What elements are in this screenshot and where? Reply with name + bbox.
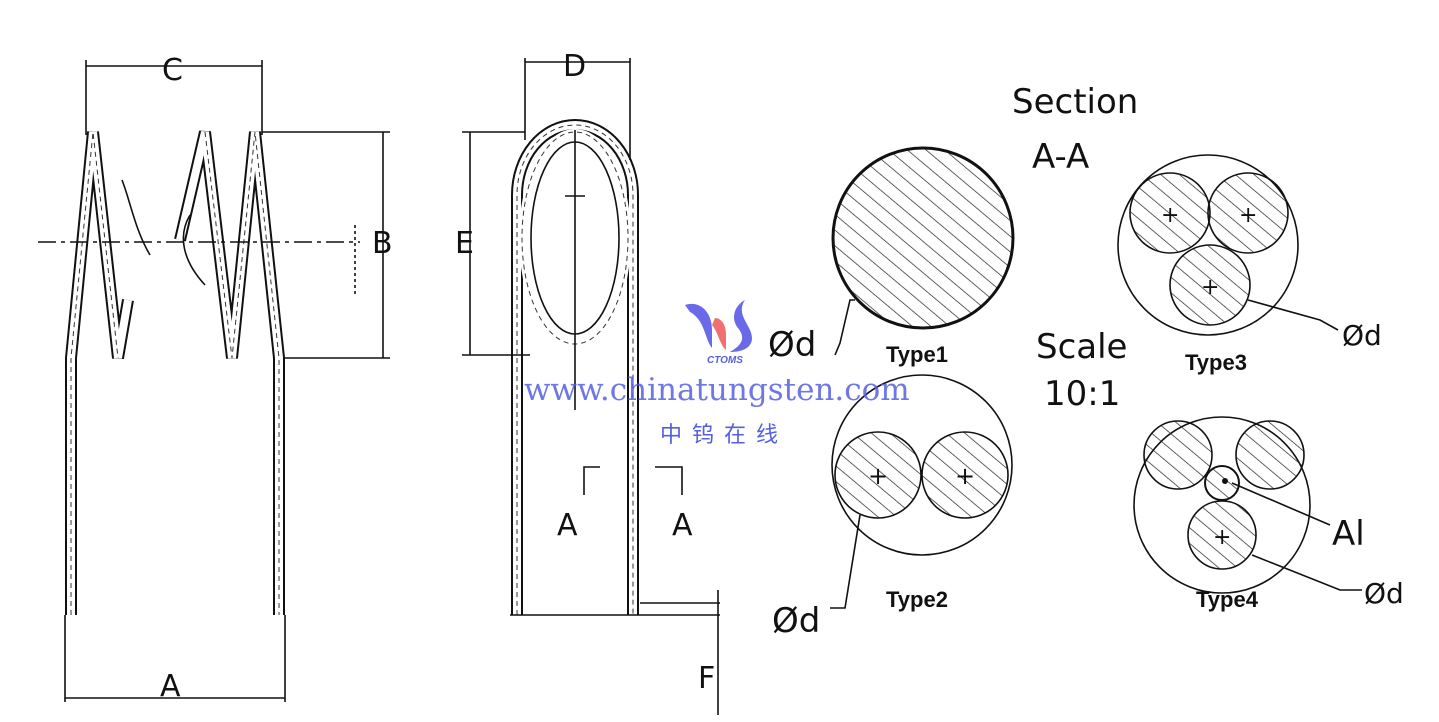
dimension-f-label: F (698, 661, 715, 696)
section-title: Section (1012, 82, 1138, 122)
svg-text:+: + (1201, 275, 1219, 300)
section-markers: A A (557, 466, 693, 543)
dimension-d-label: D (563, 49, 586, 84)
type4-label: Type4 (1196, 587, 1259, 612)
ctoms-logo: CTOMS (685, 300, 752, 366)
zigzag-filament (38, 130, 360, 615)
hairpin-loop (510, 119, 720, 616)
section-mark-left: A (557, 508, 578, 543)
dimension-e-label: E (455, 226, 474, 261)
svg-text:+: + (868, 462, 888, 490)
type3-section: + + + Type3 Ød (1117, 154, 1382, 375)
type4-section: + Al Type4 Ød (1133, 416, 1404, 612)
type1-diameter-label: Ød (768, 325, 816, 365)
watermark-url: www.chinatungsten.com (524, 372, 910, 408)
type2-label: Type2 (886, 587, 948, 612)
section-name: A-A (1032, 137, 1089, 177)
type2-diameter-label: Ød (772, 601, 820, 641)
type3-diameter-label: Ød (1342, 319, 1382, 352)
svg-text:+: + (955, 462, 975, 490)
dimension-d: D (524, 49, 631, 160)
logo-text: CTOMS (707, 355, 743, 366)
dimension-c: C (85, 53, 263, 135)
dimension-b: B (262, 131, 393, 359)
dimension-e: E (455, 131, 530, 356)
scale-value: 10:1 (1044, 374, 1120, 414)
type3-label: Type3 (1185, 350, 1247, 375)
svg-text:+: + (1239, 203, 1257, 228)
watermark: CTOMS www.chinatungsten.com 中钨在线 (524, 300, 910, 448)
type2-section: + + Type2 Ød (772, 374, 1013, 641)
dimension-a-label: A (160, 669, 181, 704)
type1-label: Type1 (886, 342, 948, 367)
aluminum-label: Al (1332, 514, 1365, 554)
dimension-c-label: C (162, 53, 183, 88)
type1-section: Type1 Ød (768, 146, 1015, 367)
dimension-a: A (64, 615, 286, 704)
dimension-f: F (698, 590, 719, 715)
svg-text:+: + (1213, 525, 1231, 550)
type4-diameter-label: Ød (1364, 577, 1404, 610)
svg-text:+: + (1161, 203, 1179, 228)
scale-label: Scale (1036, 327, 1127, 367)
section-mark-right: A (672, 508, 693, 543)
dimension-b-label: B (372, 226, 393, 261)
watermark-chinese: 中钨在线 (660, 423, 788, 448)
